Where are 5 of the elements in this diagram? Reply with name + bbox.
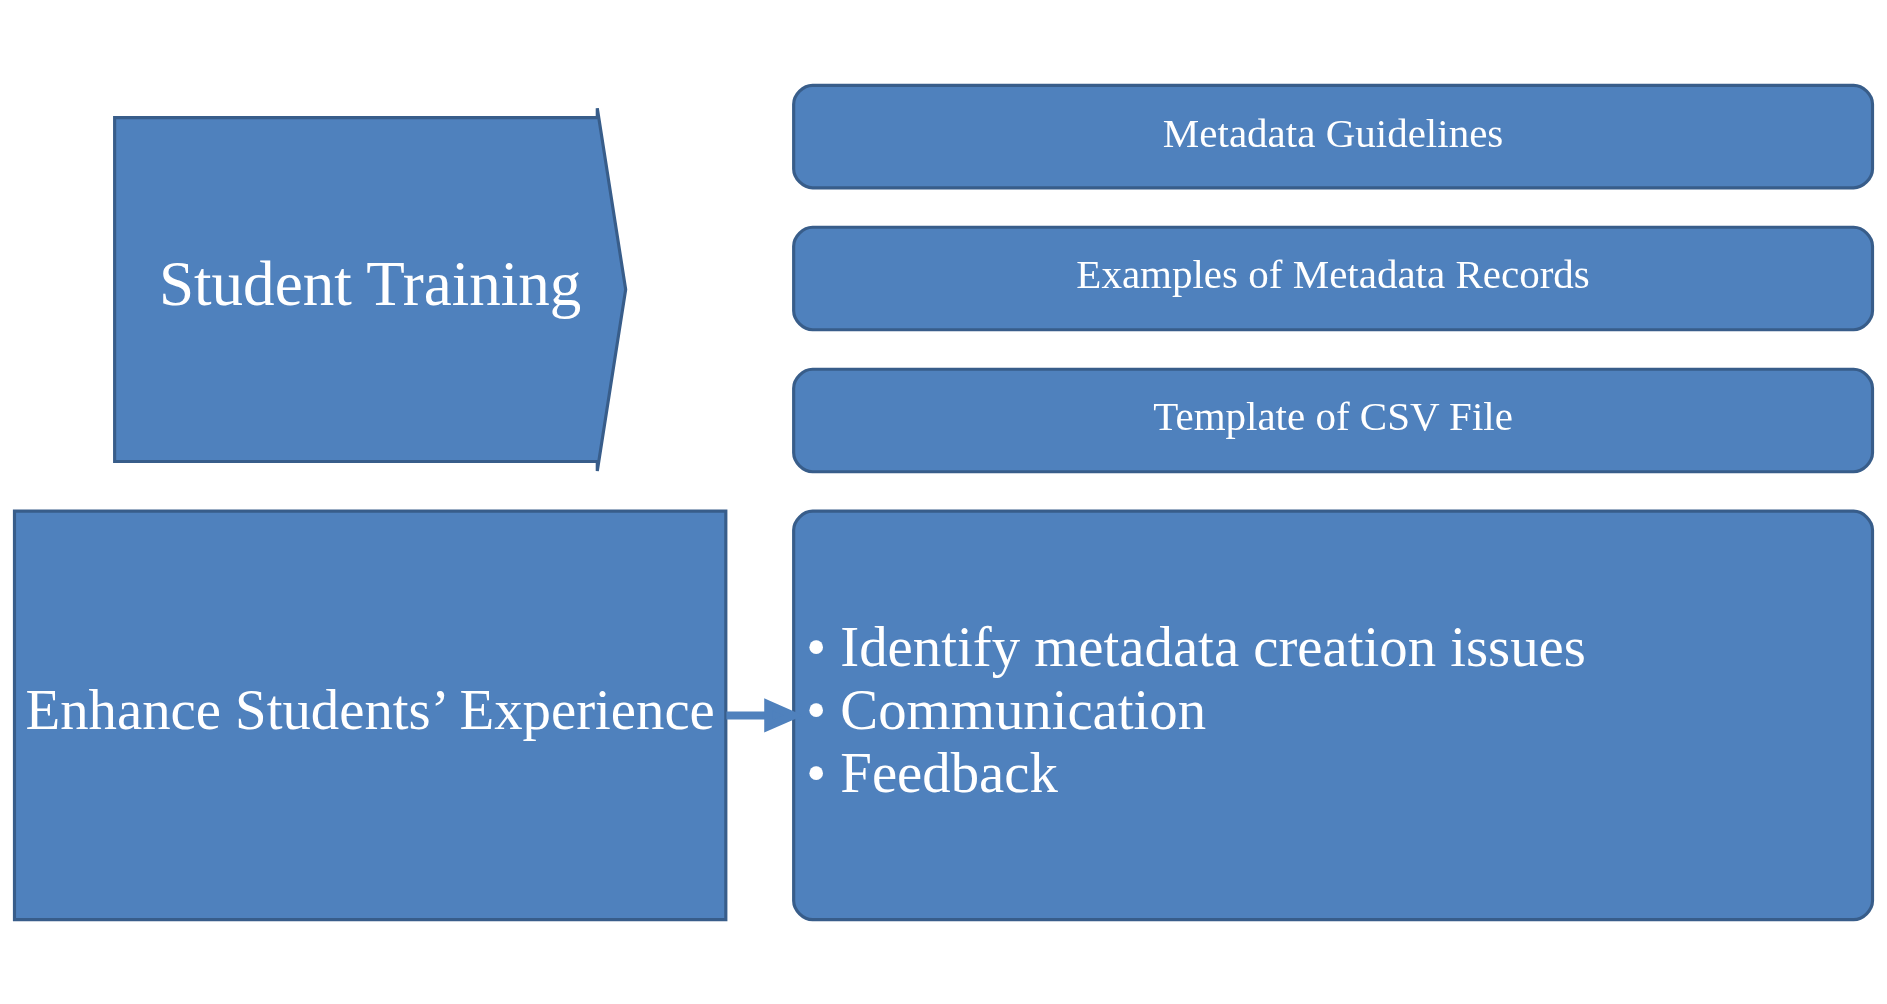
node-box: Metadata Guidelines bbox=[792, 83, 1875, 189]
node-box: • Identify metadata creation issues • Communication • Feedback bbox=[792, 509, 1875, 921]
node-box: Template of CSV File bbox=[792, 367, 1875, 473]
node-box: Enhance Students’ Experience bbox=[12, 509, 728, 921]
node-box: Examples of Metadata Records bbox=[792, 225, 1875, 331]
